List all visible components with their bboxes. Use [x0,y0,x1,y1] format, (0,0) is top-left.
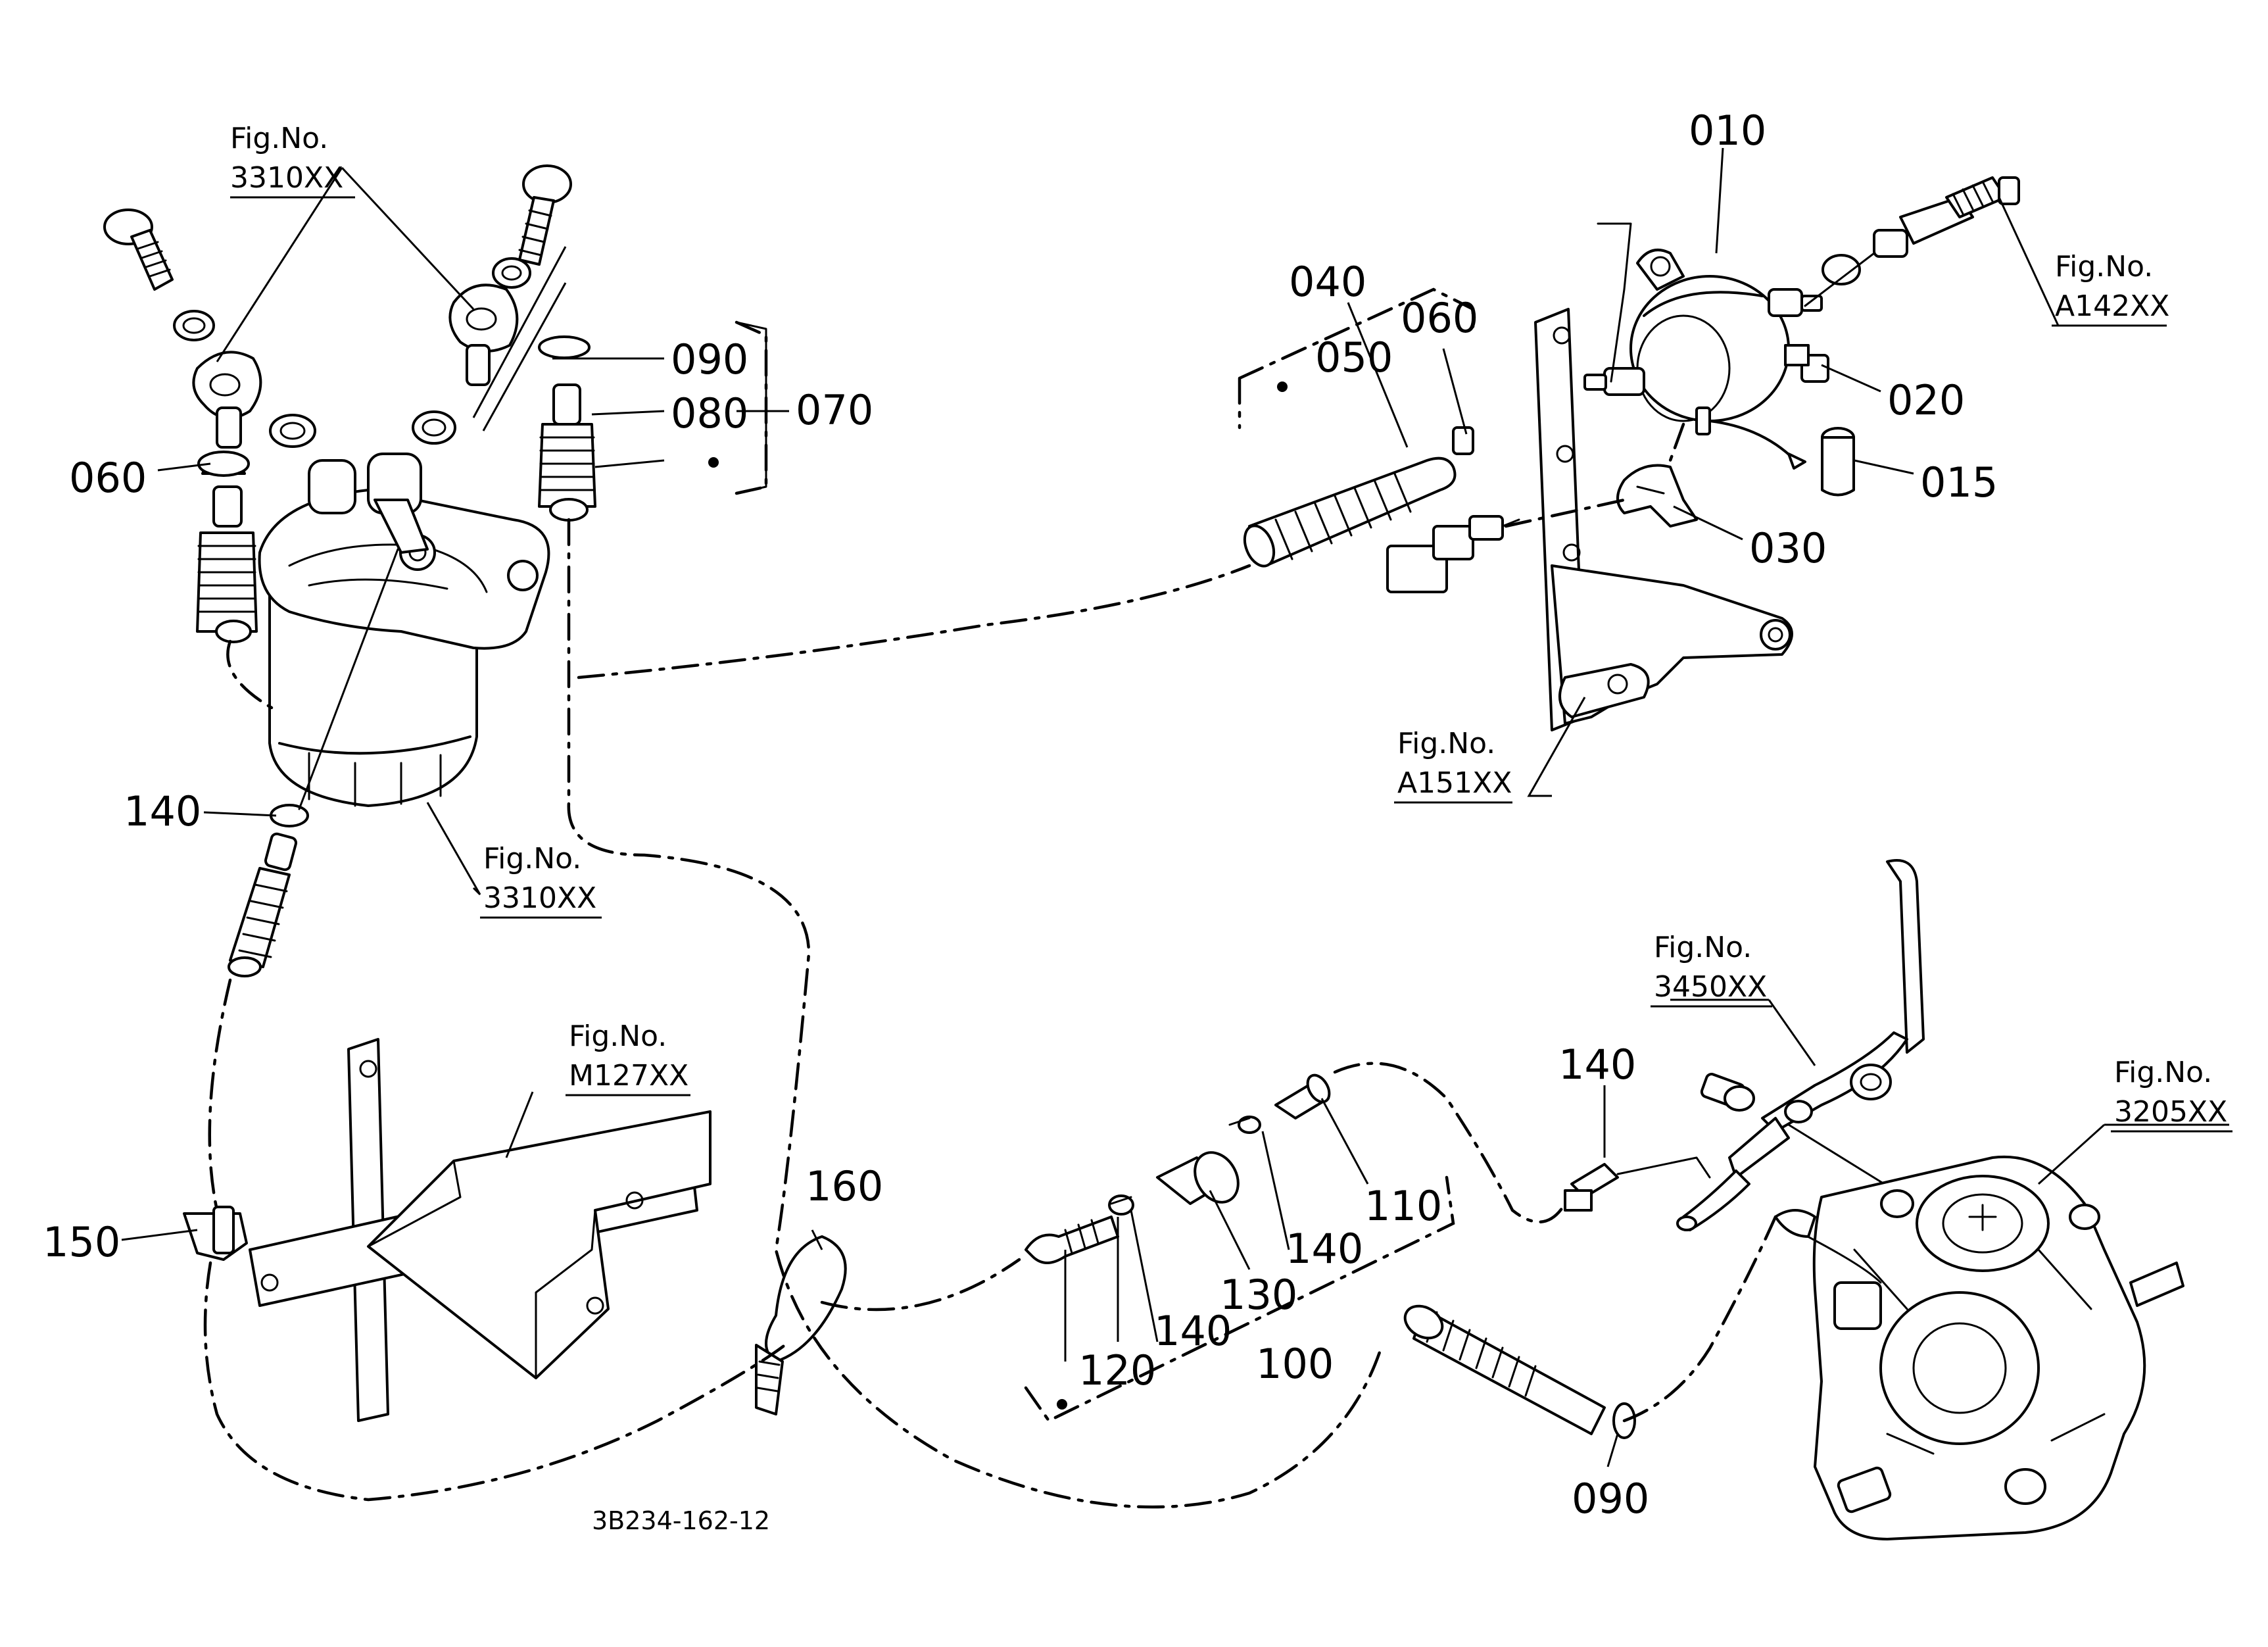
fig-prefix: Fig.No. [1654,931,1752,964]
label-015: 015 [1920,458,1998,506]
fuel-filter-assembly [258,453,550,807]
bolt-020 [1784,344,1829,383]
fig-code-injection-pipe: 3450XX [1654,970,1767,1004]
fig-code-bracket: A151XX [1397,766,1512,800]
figure-ref-injection-pump: Fig.No. 3205XX [2111,1056,2232,1133]
label-060-left: 060 [69,454,147,502]
fig-prefix: Fig.No. [483,842,581,875]
label-040: 040 [1289,258,1366,306]
lower-hose-sleeve [1403,1304,1636,1439]
group-dot-100 [1057,1399,1067,1410]
label-100: 100 [1256,1340,1334,1388]
label-010: 010 [1689,107,1766,155]
label-140-left: 140 [124,787,201,835]
figure-ref-pump-outlet: Fig.No. A142XX [2052,250,2169,327]
cable-tie-160 [755,1235,847,1415]
fig-prefix: Fig.No. [569,1020,667,1053]
hose-assembly-040 [1243,426,1474,568]
group-dot-070 [708,457,719,468]
fig-code-pump-outlet: A142XX [2055,289,2169,323]
drawing-code: 3B234-162-12 [592,1506,770,1535]
hose-clip-150 [183,1206,248,1261]
spacer-015 [1708,420,1855,497]
fig-prefix: Fig.No. [1397,727,1495,760]
leader-lines [121,147,2229,1467]
label-140-right: 140 [1558,1041,1636,1089]
figure-ref-battery-bracket: Fig.No. M127XX [566,1020,690,1096]
label-050: 050 [1315,333,1393,381]
label-030: 030 [1749,524,1827,572]
left-hose-fitting [196,451,258,643]
figure-ref-filter-head: Fig.No. 3310XX [230,122,355,199]
fig-code-filter-body: 3310XX [483,881,596,915]
hose-assembly-100 [1025,1073,1331,1264]
label-020: 020 [1887,376,1965,424]
fig-code-injection-pump: 3205XX [2114,1095,2227,1129]
electrical-connector [1386,515,1520,593]
part-labels: 010 020 015 030 040 050 060 060 090 080 … [43,107,1998,1523]
figure-ref-bracket: Fig.No. A151XX [1394,727,1512,804]
label-060-right: 060 [1401,294,1478,342]
fig-prefix: Fig.No. [230,122,328,155]
injection-pipe-3450 [1676,859,1928,1231]
label-130: 130 [1220,1271,1297,1319]
pump-outlet-fittings [1804,176,2020,307]
lower-filter-hose [228,548,399,977]
label-140-lower-b: 140 [1286,1225,1363,1273]
fig-prefix: Fig.No. [2055,250,2153,283]
fig-prefix: Fig.No. [2114,1056,2212,1089]
fig-code-battery-bracket: M127XX [569,1059,688,1093]
clamp-030 [1616,464,1698,528]
label-150: 150 [43,1218,120,1266]
fig-code-filter-head: 3310XX [230,161,343,195]
fuel-lines [203,422,1777,1509]
return-hose-group-070 [538,321,767,522]
figure-ref-injection-pipe: Fig.No. 3450XX [1651,931,1772,1008]
label-070: 070 [796,386,873,434]
injection-pump-3205 [1774,1155,2184,1540]
banjo-bolt-left [103,209,316,449]
label-090-bottom: 090 [1572,1475,1649,1523]
label-160: 160 [806,1162,883,1210]
label-120: 120 [1078,1346,1156,1394]
fuel-pump-010 [1583,222,1823,435]
label-080: 080 [671,389,748,437]
label-140-lower-a: 140 [1154,1307,1232,1355]
battery-bracket [249,1038,712,1422]
upper-hose-140-right [1564,1156,1711,1212]
group-dot-040 [1277,381,1288,392]
label-090-top: 090 [671,335,748,383]
banjo-bolt-right [412,164,572,445]
label-110: 110 [1364,1182,1442,1230]
figure-ref-filter-body: Fig.No. 3310XX [480,842,602,919]
